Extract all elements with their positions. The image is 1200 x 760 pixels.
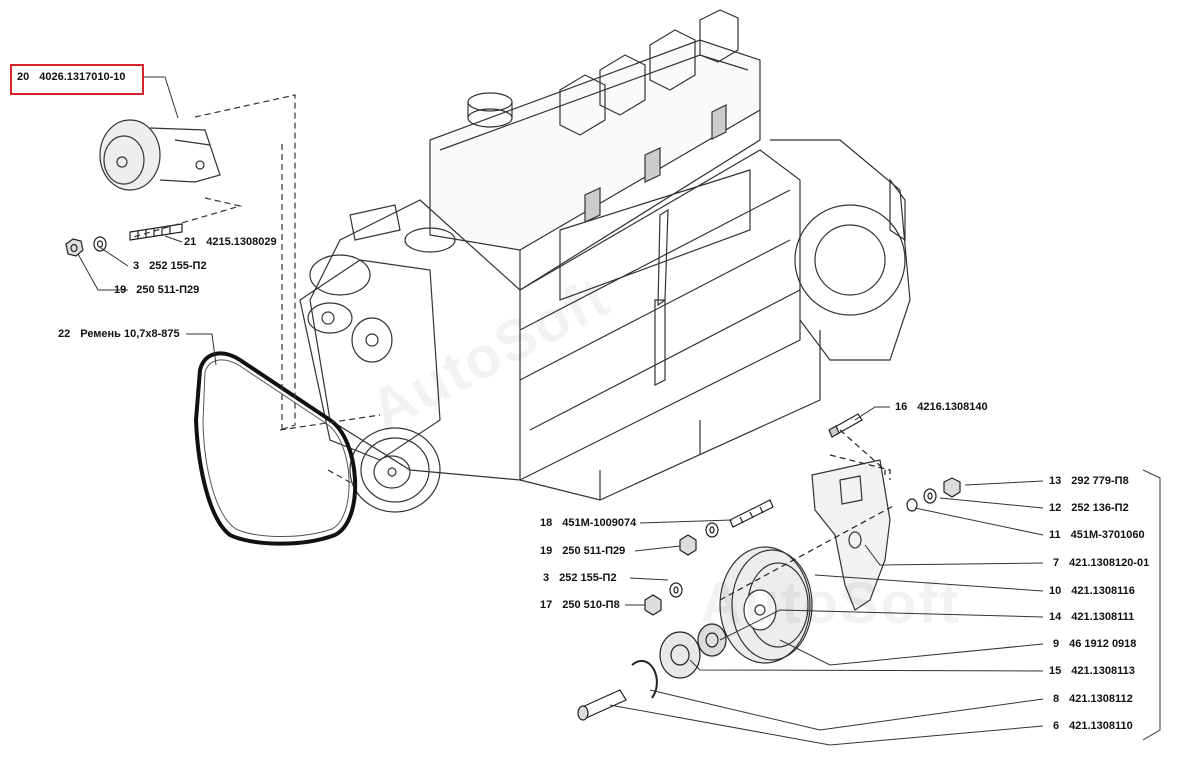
watermark: AutoSoft [700,571,961,636]
ring-15 [659,631,701,679]
water-pump [99,119,221,191]
sleeve-14 [697,623,727,657]
pulley-10 [719,546,813,664]
nut-19-left [65,238,84,257]
washer-19-mid [705,522,719,538]
engine-block [299,9,911,513]
belt [193,351,358,546]
washer-11 [906,498,918,512]
washer-3-mid [669,582,683,598]
leader-lines [77,76,1161,746]
selected-part-highlight [10,64,144,95]
nut-19-mid [679,534,697,556]
washer-12 [923,488,937,504]
stud-18 [729,499,774,528]
stud-21 [129,223,183,241]
bracket-7 [811,459,891,611]
nut-13 [943,477,961,498]
bolt-16 [828,413,863,438]
washer-3-left [93,236,107,252]
bolt-6 [577,689,627,721]
nut-17 [644,594,662,616]
snap-ring-8 [631,660,658,699]
